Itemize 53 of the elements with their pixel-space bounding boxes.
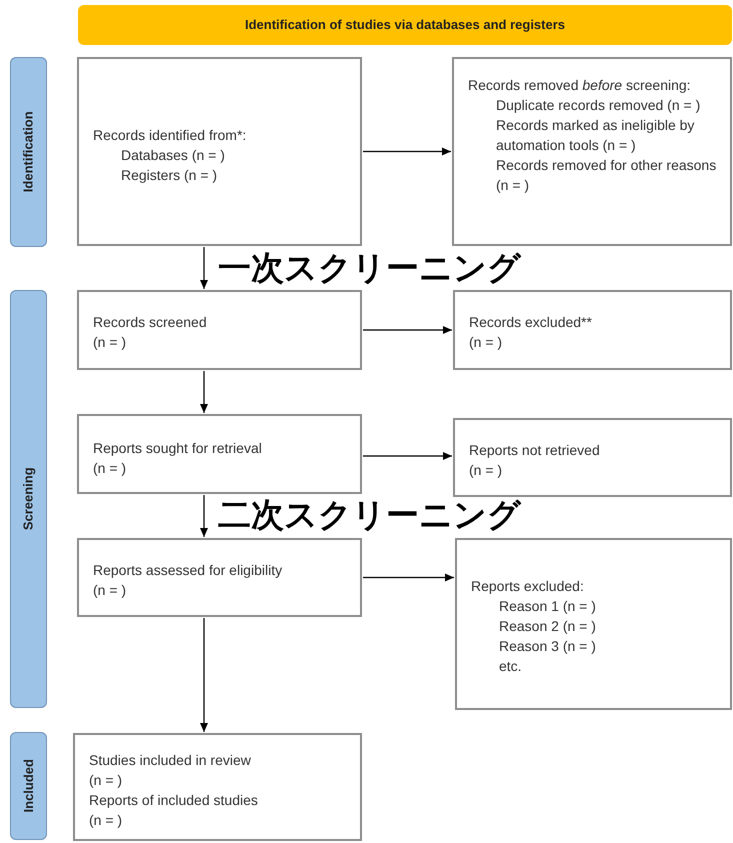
box-text: Duplicate records removed (n = ) <box>495 96 702 115</box>
arrow <box>363 452 452 460</box>
box-text: Studies included in review <box>89 751 252 770</box>
box-text: Records excluded** <box>469 313 593 332</box>
arrow <box>363 148 451 156</box>
process-box <box>453 290 732 370</box>
box-text: Records removed before screening: <box>468 76 692 95</box>
box-text: Reason 3 (n = ) <box>498 637 597 656</box>
phase-band <box>10 732 47 840</box>
box-text: (n = ) <box>469 333 504 352</box>
process-box <box>73 733 362 841</box>
header-text: Identification of studies via databases and registers <box>244 16 566 34</box>
box-text: Reason 1 (n = ) <box>498 597 597 616</box>
box-text: Reports assessed for eligibility <box>93 561 284 580</box>
arrow <box>363 574 454 582</box>
process-box <box>77 290 362 370</box>
box-text: Reports excluded: <box>471 577 585 596</box>
phase-label: Screening <box>20 468 37 530</box>
box-text: Reason 2 (n = ) <box>498 617 597 636</box>
box-text: Records screened <box>93 313 208 332</box>
stage-label: 二次スクリーニング <box>218 495 521 535</box>
process-box <box>77 414 362 494</box>
box-text: Reports sought for retrieval <box>93 439 263 458</box>
box-text: Reports of included studies <box>89 791 259 810</box>
phase-band <box>10 57 47 247</box>
process-box <box>452 57 732 246</box>
stage-label: 一次スクリーニング <box>218 248 521 288</box>
box-text: etc. <box>498 657 523 676</box>
box-text: Records identified from*: <box>93 126 248 145</box>
arrow <box>200 495 208 537</box>
process-box <box>455 538 732 710</box>
phase-label: Identification <box>20 112 37 192</box>
phase-band <box>10 290 47 708</box>
phase-label: Included <box>20 759 37 813</box>
box-text: (n = ) <box>93 333 128 352</box>
box-text: (n = ) <box>93 581 128 600</box>
box-text: Records marked as ineligible by automation tools (n = ) <box>495 116 696 155</box>
process-box <box>77 57 362 246</box>
box-text: Reports not retrieved <box>469 441 601 460</box>
arrow <box>200 371 208 413</box>
arrow <box>200 618 208 732</box>
process-box <box>77 538 362 617</box>
box-text: (n = ) <box>89 811 124 830</box>
box-text: Registers (n = ) <box>120 166 218 185</box>
box-text: (n = ) <box>89 771 124 790</box>
arrow <box>363 326 452 334</box>
box-text: Databases (n = ) <box>120 146 226 165</box>
arrow <box>200 247 208 289</box>
header-bar <box>78 5 732 45</box>
process-box <box>453 418 732 497</box>
box-text: Records removed for other reasons (n = ) <box>495 156 718 195</box>
box-text: (n = ) <box>93 459 128 478</box>
box-text: (n = ) <box>469 461 504 480</box>
